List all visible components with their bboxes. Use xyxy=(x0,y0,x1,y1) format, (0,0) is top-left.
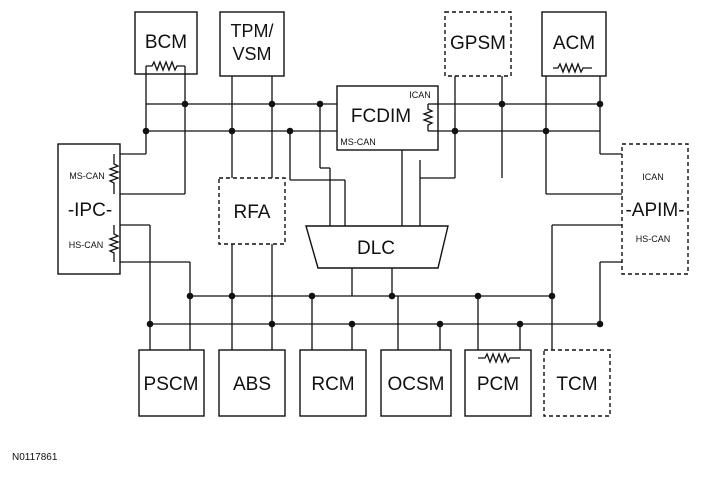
dlc-label: DLC xyxy=(357,238,395,259)
bcm-label: BCM xyxy=(145,32,187,53)
apim-label: -APIM- xyxy=(625,200,684,221)
apim-ican-label: ICAN xyxy=(642,172,664,182)
module-fcdim: FCDIM ICAN MS-CAN xyxy=(336,85,439,151)
ipc-mscan-label: MS-CAN xyxy=(69,171,105,181)
module-pscm: PSCM xyxy=(138,349,205,417)
apim-hscan-label: HS-CAN xyxy=(636,234,671,244)
ocsm-label: OCSM xyxy=(388,374,445,395)
module-tpm-vsm: TPM/ VSM xyxy=(219,11,285,77)
tpm-label-line2: VSM xyxy=(232,44,271,64)
tcm-label: TCM xyxy=(556,374,597,395)
ipc-hscan-label: HS-CAN xyxy=(69,240,104,250)
rfa-label: RFA xyxy=(234,202,271,223)
abs-label: ABS xyxy=(233,374,271,395)
module-gpsm: GPSM xyxy=(444,11,512,77)
rcm-label: RCM xyxy=(311,374,354,395)
module-ipc: -IPC- MS-CAN HS-CAN xyxy=(57,143,121,275)
pcm-label: PCM xyxy=(477,374,519,395)
fcdim-ican-label: ICAN xyxy=(409,90,431,100)
module-abs: ABS xyxy=(218,349,286,417)
module-rfa: RFA xyxy=(218,177,286,245)
acm-label: ACM xyxy=(553,33,595,54)
figure-id: N0117861 xyxy=(12,452,58,463)
junction-dots xyxy=(142,100,604,328)
gpsm-label: GPSM xyxy=(450,33,506,54)
module-dlc: DLC xyxy=(305,225,449,269)
module-apim: -APIM- ICAN HS-CAN xyxy=(621,143,689,275)
module-acm: ACM xyxy=(541,11,607,77)
module-pcm: PCM xyxy=(464,349,532,417)
pscm-label: PSCM xyxy=(144,374,199,395)
ipc-label: -IPC- xyxy=(68,200,112,221)
bus-wires xyxy=(120,74,622,350)
module-ocsm: OCSM xyxy=(380,349,452,417)
fcdim-mscan-label: MS-CAN xyxy=(340,137,376,147)
module-tcm: TCM xyxy=(543,349,611,417)
fcdim-label: FCDIM xyxy=(351,106,411,127)
tpm-label-line1: TPM/ xyxy=(231,21,274,41)
module-rcm: RCM xyxy=(299,349,367,417)
module-bcm: BCM xyxy=(134,11,198,75)
